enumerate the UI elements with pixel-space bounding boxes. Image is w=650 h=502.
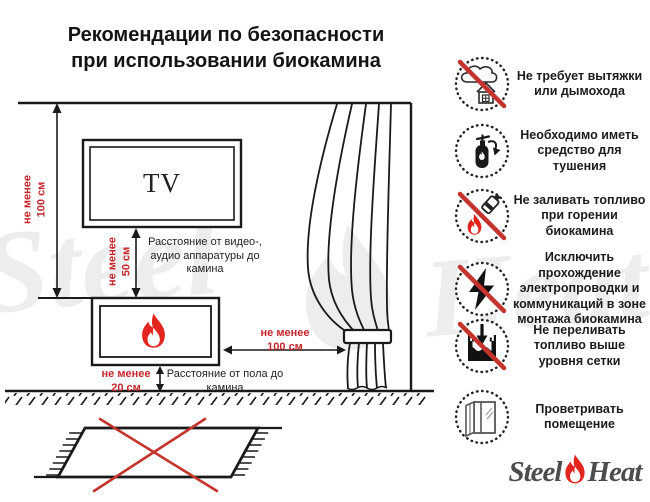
page-title-line2: при использовании биокамина xyxy=(71,50,381,72)
safety-rule-text: Не переливать топливо выше уровня сетки xyxy=(533,322,626,368)
brand-logo: Steel Heat xyxy=(500,449,650,495)
curtain-clearance-line2: 100 см xyxy=(267,340,303,353)
prohibition-slash-icon xyxy=(457,264,507,313)
curtain xyxy=(306,103,393,391)
rug-fringe xyxy=(46,432,269,476)
safety-rule-extinguisher: Необходимо иметь средство для тушения xyxy=(442,122,648,180)
curtain-clearance-label: не менее 100 см xyxy=(245,327,325,354)
floor-clearance-line1: не менее xyxy=(101,368,151,380)
page-title: Рекомендации по безопасности при использ… xyxy=(0,22,452,74)
tv-distance-arrow xyxy=(131,228,141,298)
safety-rule-text: Необходимо иметь средство для тушения xyxy=(520,127,639,173)
no-refill-while-burning-icon xyxy=(454,188,510,244)
safety-rule-text: Не требует вытяжки или дымохода xyxy=(516,68,643,99)
brand-steel: Steel xyxy=(508,455,563,488)
tv-label: TV xyxy=(143,168,181,198)
wall-clearance-label: не менее 100 см xyxy=(22,144,49,256)
safety-rule-no-refill: Не заливать топливо при горении биокамин… xyxy=(442,187,648,245)
safety-rule-no-wiring: Исключить прохождение электропроводки и … xyxy=(442,250,648,328)
curtain-tieback xyxy=(342,328,393,345)
floor-clearance-label: не менее 20 см xyxy=(96,368,156,395)
wall-lines xyxy=(5,101,434,393)
no-overfill-icon xyxy=(454,318,510,374)
tv-distance-caption: Расстояние от видео-, аудио аппаратуры д… xyxy=(148,236,262,275)
floor-hatching xyxy=(5,393,429,405)
wall-clearance-line1: не менее xyxy=(21,175,34,224)
safety-rule-no-overfill: Не переливать топливо выше уровня сетки xyxy=(442,317,648,375)
prohibition-slash-icon xyxy=(457,191,507,241)
tv-clearance-label: не менее 50 см xyxy=(107,226,134,298)
brand-heat: Heat xyxy=(587,455,643,488)
tv-clearance-line1: не менее xyxy=(106,237,119,286)
safety-rule-ventilate: Проветривать помещение xyxy=(442,388,648,446)
safety-rule-no-exhaust: Не требует вытяжки или дымохода xyxy=(442,55,648,113)
fireplace-flame-icon xyxy=(142,313,165,348)
safety-rule-text: Исключить прохождение электропроводки и … xyxy=(513,250,647,326)
no-wiring-icon xyxy=(454,261,510,316)
floor-distance-arrow xyxy=(156,366,164,392)
safety-rule-text: Проветривать помещение xyxy=(535,401,624,432)
safety-rule-text: Не заливать топливо при горении биокамин… xyxy=(513,192,646,238)
rug xyxy=(34,417,282,493)
wall-clearance-line2: 100 см xyxy=(35,181,47,218)
wall-distance-arrow xyxy=(38,103,92,299)
floor-clearance-line2: 20 см xyxy=(111,381,141,394)
no-rug-cross-icon xyxy=(92,417,219,493)
tv-outline xyxy=(81,138,243,229)
ventilate-icon xyxy=(454,389,510,445)
brand-flame-icon xyxy=(564,454,585,484)
floor-distance-caption: Расстояние от пола до камина xyxy=(166,368,284,394)
page-title-line1: Рекомендации по безопасности xyxy=(67,24,385,46)
prohibition-slash-icon xyxy=(457,59,507,109)
extinguisher-icon xyxy=(454,123,510,179)
no-exhaust-icon xyxy=(454,56,510,112)
tv-clearance-line2: 50 см xyxy=(120,246,132,277)
prohibition-slash-icon xyxy=(457,321,507,371)
curtain-distance-arrow xyxy=(223,345,346,355)
watermark-flame-icon xyxy=(306,224,390,350)
curtain-clearance-line1: не менее xyxy=(260,327,310,339)
